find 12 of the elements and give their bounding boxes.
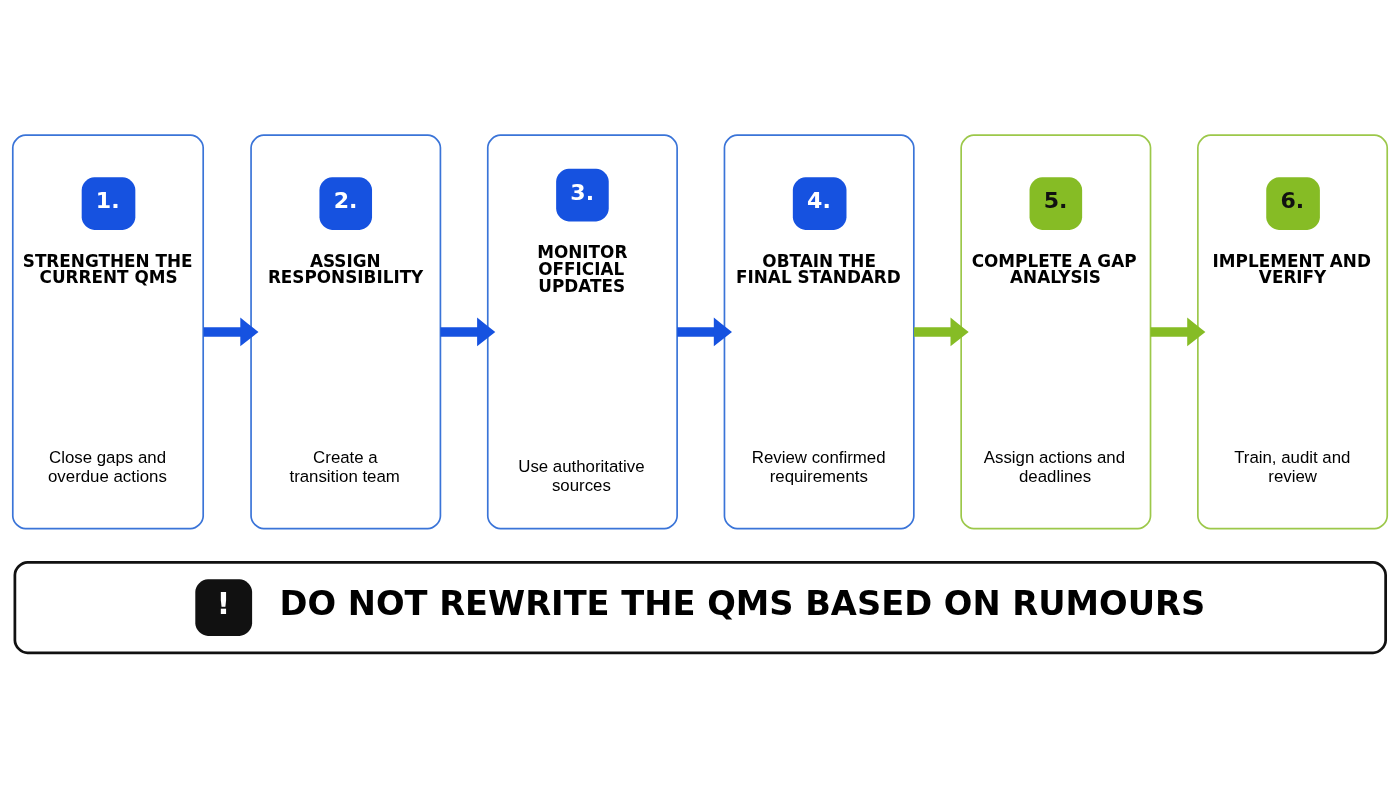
arrow: [913, 317, 969, 347]
node-box: 1. STRENGTHEN THE CURRENT QMS Close gaps and overdue actions: [11, 134, 205, 530]
node-box: 6. IMPLEMENT AND VERIFY Train, audit and review: [1197, 134, 1389, 530]
node-box: 3. MONITOR OFFICIAL UPDATES Use authoritative sources: [486, 134, 678, 530]
arrow: [1150, 317, 1206, 347]
arrow: [440, 317, 496, 347]
arrow: [677, 317, 732, 347]
node-box: 5. COMPLETE A GAP ANALYSIS Assign actions and deadlines: [960, 134, 1152, 530]
node-box: 2. ASSIGN RESPONSIBILITY Create a transition team: [250, 134, 442, 530]
node-box: ! DO NOT REWRITE THE QMS BASED ON RUMOURS: [13, 560, 1387, 655]
node-box: 4. OBTAIN THE FINAL STANDARD Review confirmed requirements: [723, 134, 915, 530]
arrow: [203, 317, 259, 347]
